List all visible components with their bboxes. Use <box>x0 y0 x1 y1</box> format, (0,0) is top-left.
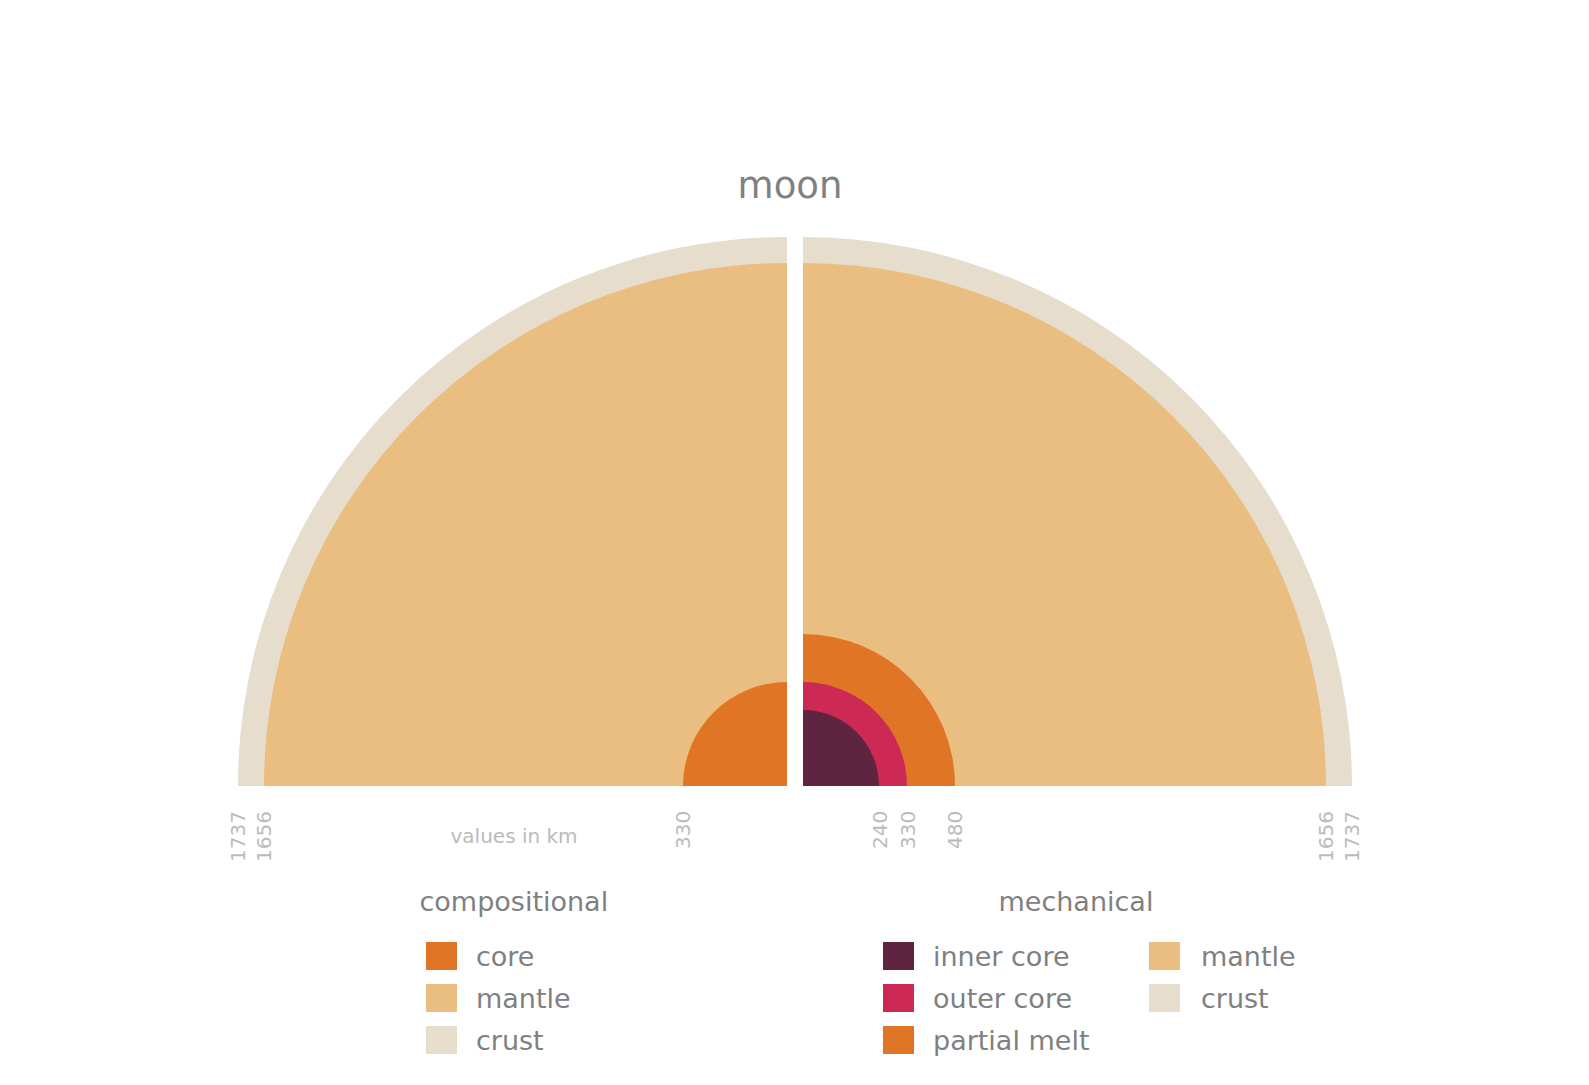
legend-label: core <box>476 943 534 970</box>
legend-label: inner core <box>933 943 1070 970</box>
legend-label: crust <box>476 1027 544 1054</box>
crust-layer <box>803 237 1352 786</box>
legend-swatch <box>883 942 914 970</box>
legend-label: outer core <box>933 985 1072 1012</box>
crust-layer <box>238 237 787 786</box>
legend-heading: mechanical <box>999 888 1154 915</box>
legend-label: mantle <box>476 985 571 1012</box>
legend-swatch <box>883 1026 914 1054</box>
compositional-half <box>238 237 787 786</box>
legend-label: partial melt <box>933 1027 1090 1054</box>
inner-core-layer <box>803 710 879 786</box>
legend-label: mantle <box>1201 943 1296 970</box>
mechanical-half <box>803 237 1352 786</box>
legend-swatch <box>1149 984 1180 1012</box>
legend-swatch <box>1149 942 1180 970</box>
radius-tick-label: 1737 <box>228 811 248 862</box>
radius-tick-label: 330 <box>673 811 693 849</box>
radius-tick-label: 1737 <box>1342 811 1362 862</box>
radius-tick-label: 1656 <box>1316 811 1336 862</box>
legend-swatch <box>426 942 457 970</box>
radius-tick-label: 1656 <box>254 811 274 862</box>
radius-tick-label: 240 <box>870 811 890 849</box>
outer-core-layer <box>803 682 907 786</box>
mantle-layer <box>803 263 1326 786</box>
radius-tick-label: 330 <box>898 811 918 849</box>
diagram-title: moon <box>738 167 843 204</box>
legend-swatch <box>883 984 914 1012</box>
partial-melt-layer <box>803 634 955 786</box>
legend-swatch <box>426 1026 457 1054</box>
core-layer <box>683 682 787 786</box>
legend-swatch <box>426 984 457 1012</box>
radius-tick-label: 480 <box>945 811 965 849</box>
mantle-layer <box>264 263 787 786</box>
units-note: values in km <box>451 826 578 846</box>
legend-heading: compositional <box>420 888 609 915</box>
legend-label: crust <box>1201 985 1269 1012</box>
